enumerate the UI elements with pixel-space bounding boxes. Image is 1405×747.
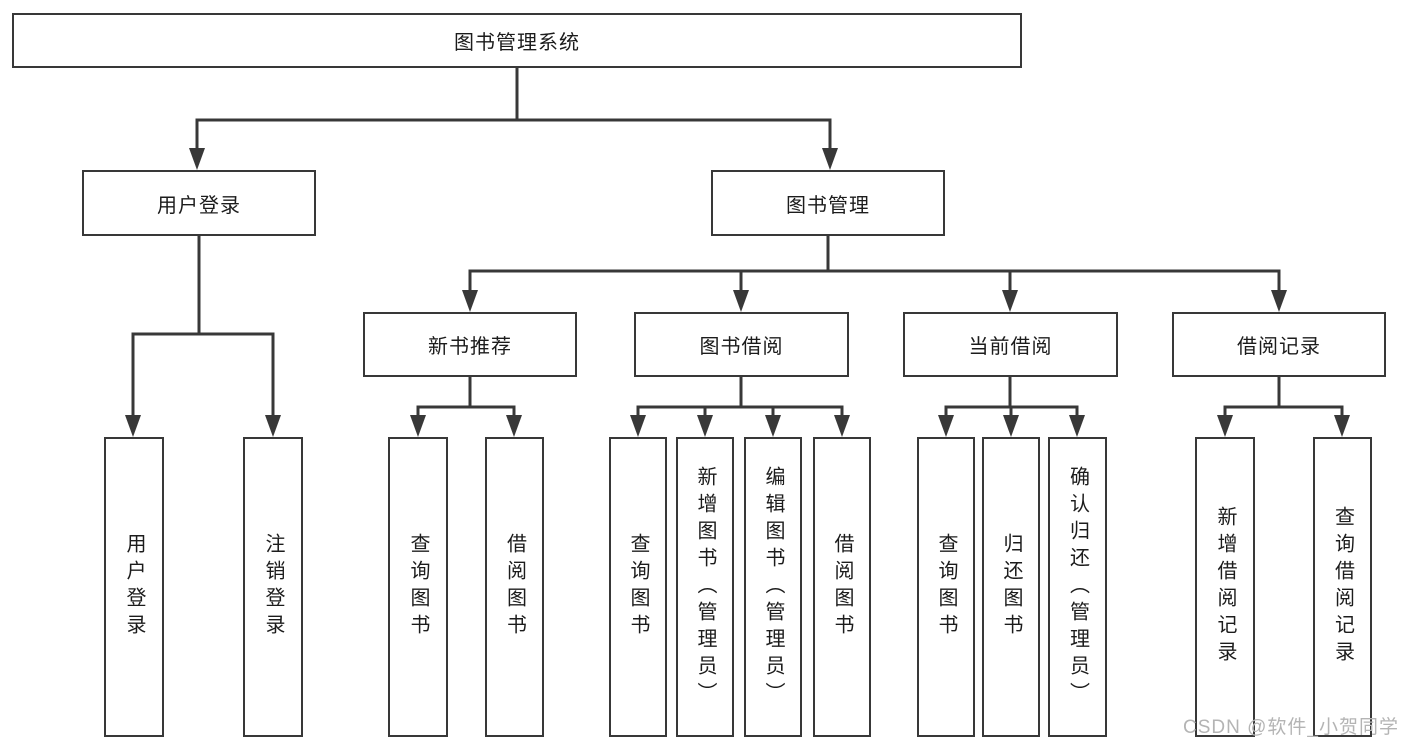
- leaf-query-book-current: 查询图书: [917, 437, 975, 737]
- leaf-query-book-recommend-label: 查询图书: [407, 533, 429, 641]
- leaf-return-book: 归还图书: [982, 437, 1040, 737]
- node-current-borrow: 当前借阅: [903, 312, 1118, 377]
- csdn-watermark: CSDN @软件_小贺同学: [1183, 717, 1399, 738]
- leaf-query-borrow-record-label: 查询借阅记录: [1331, 506, 1354, 668]
- node-user-login-label: 用户登录: [157, 194, 241, 217]
- leaf-borrow-book: 借阅图书: [813, 437, 871, 737]
- node-borrow-records-label: 借阅记录: [1237, 336, 1321, 358]
- node-root-label: 图书管理系统: [454, 32, 580, 54]
- leaf-add-borrow-record: 新增借阅记录: [1195, 437, 1255, 737]
- leaf-borrow-book-label: 借阅图书: [831, 533, 853, 641]
- node-current-borrow-label: 当前借阅: [968, 336, 1053, 358]
- leaf-user-login: 用户登录: [104, 437, 164, 737]
- node-new-book-recommend-label: 新书推荐: [428, 336, 512, 358]
- leaf-return-book-label: 归还图书: [1000, 533, 1022, 641]
- leaf-edit-book-admin-label: 编辑图书（管理员）: [762, 465, 784, 709]
- leaf-query-borrow-record: 查询借阅记录: [1313, 437, 1372, 737]
- node-book-borrow: 图书借阅: [634, 312, 849, 377]
- leaf-logout: 注销登录: [243, 437, 303, 737]
- leaf-borrow-book-recommend: 借阅图书: [485, 437, 544, 737]
- leaf-add-borrow-record-label: 新增借阅记录: [1214, 506, 1236, 668]
- leaf-user-login-label: 用户登录: [123, 533, 145, 641]
- leaf-logout-label: 注销登录: [262, 533, 284, 641]
- node-new-book-recommend: 新书推荐: [363, 312, 577, 377]
- leaf-confirm-return-admin: 确认归还（管理员）: [1048, 437, 1107, 737]
- leaf-add-book-admin-label: 新增图书（管理员）: [694, 465, 716, 709]
- leaf-query-book-borrow: 查询图书: [609, 437, 667, 737]
- leaf-confirm-return-admin-label: 确认归还（管理员）: [1066, 465, 1089, 709]
- node-root-system: 图书管理系统: [12, 13, 1022, 68]
- leaf-query-book-recommend: 查询图书: [388, 437, 448, 737]
- node-borrow-records: 借阅记录: [1172, 312, 1386, 377]
- leaf-query-book-current-label: 查询图书: [935, 533, 957, 641]
- leaf-query-book-borrow-label: 查询图书: [627, 533, 649, 641]
- node-book-management-label: 图书管理: [786, 194, 870, 217]
- leaf-borrow-book-recommend-label: 借阅图书: [503, 533, 526, 641]
- leaf-add-book-admin: 新增图书（管理员）: [676, 437, 734, 737]
- node-user-login: 用户登录: [82, 170, 316, 236]
- node-book-borrow-label: 图书借阅: [699, 336, 784, 358]
- node-book-management: 图书管理: [711, 170, 945, 236]
- leaf-edit-book-admin: 编辑图书（管理员）: [744, 437, 802, 737]
